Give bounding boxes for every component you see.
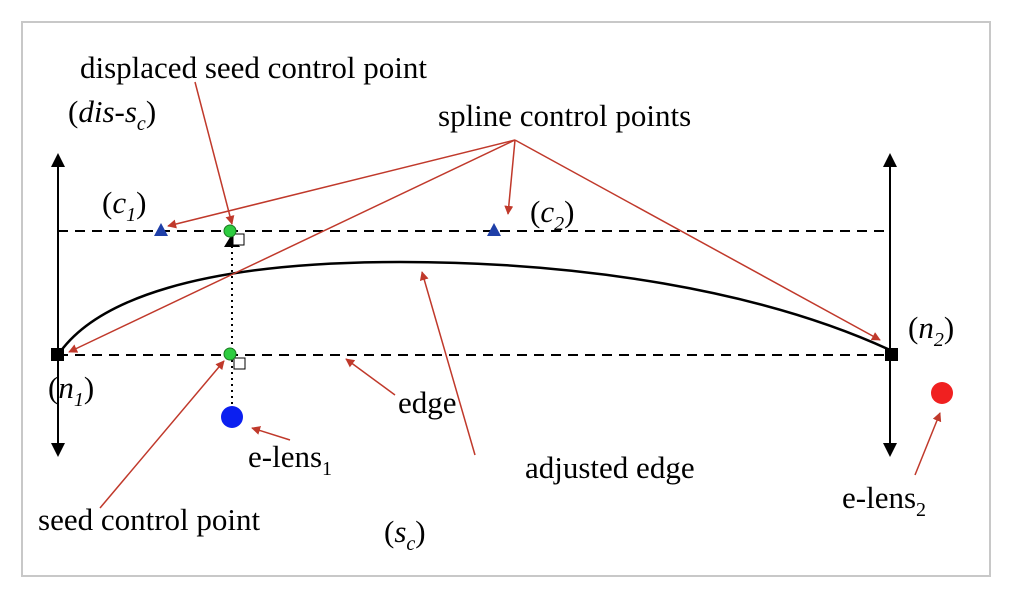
adjusted-edge-label: adjusted edge — [525, 450, 695, 485]
displaced-seed-control-point-label: displaced seed control point — [80, 50, 427, 85]
lens-1-point — [221, 406, 243, 428]
displaced-seed-point — [223, 224, 237, 238]
adjusted-edge-curve — [56, 260, 891, 356]
frame-border — [21, 21, 991, 577]
right-vertical-double-arrow — [883, 153, 897, 457]
node-n1 — [51, 348, 64, 361]
n2-label: (n2) — [908, 310, 954, 351]
seed-point — [223, 347, 237, 361]
seed-square — [233, 357, 246, 370]
node-n2 — [885, 348, 898, 361]
annotation-arrows — [68, 81, 942, 509]
e-lens-1-label: e-lens1 — [248, 439, 332, 480]
seed-symbol-label: (sc) — [384, 514, 426, 555]
c1-label: (c1) — [102, 185, 146, 226]
spline-point-c2 — [487, 223, 501, 236]
displaced-seed-square — [232, 233, 245, 246]
c2-label: (c2) — [530, 194, 574, 235]
edge-label: edge — [398, 385, 457, 420]
left-vertical-double-arrow — [51, 153, 65, 457]
spline-point-c1 — [154, 223, 168, 236]
spline-control-points-label: spline control points — [438, 98, 691, 133]
displaced-seed-symbol-label: (dis-sc) — [68, 94, 156, 135]
seed-control-point-label: seed control point — [38, 502, 261, 537]
n1-label: (n1) — [48, 370, 94, 411]
lens-2-point — [931, 382, 953, 404]
e-lens-2-label: e-lens2 — [842, 480, 926, 521]
